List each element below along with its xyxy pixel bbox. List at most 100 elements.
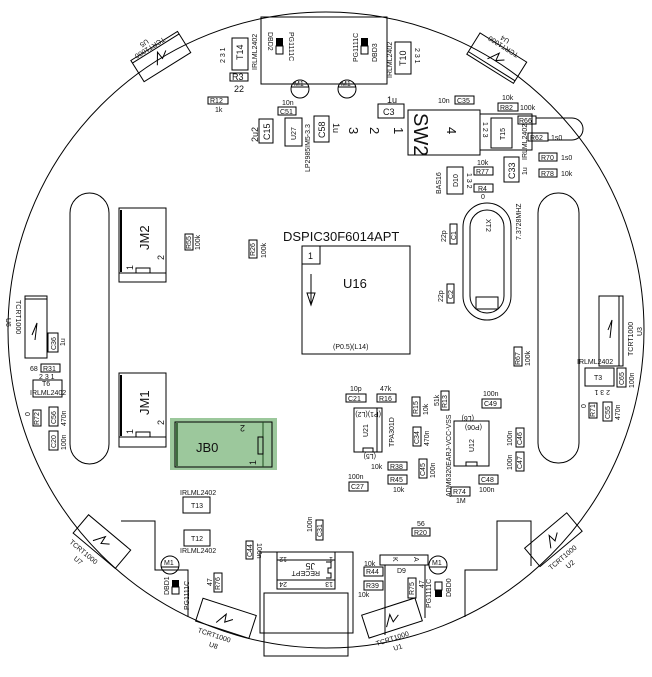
t12-body	[183, 529, 211, 547]
r20-value: 56	[417, 521, 425, 528]
d10-label: D10	[453, 174, 460, 187]
j5-part: RECEPT	[291, 569, 320, 576]
c1-value: 22p	[441, 230, 448, 242]
r38-body	[387, 461, 408, 471]
r13-value: 51k	[434, 394, 441, 406]
r44-body	[363, 566, 384, 577]
t12-part: IRLML2402	[180, 548, 216, 555]
jm2-label: JM2	[137, 225, 152, 250]
j5-connector: 12 1 J5 RECEPT 24 13	[259, 551, 354, 657]
u5-label: U5	[138, 37, 149, 48]
r3-value: 22	[234, 84, 244, 94]
u7-label: U7	[72, 556, 83, 567]
c49-body	[481, 398, 502, 409]
u7-part: TCRT1000	[68, 539, 99, 566]
r4-value: 0	[481, 194, 485, 201]
r20-label: R20	[414, 530, 427, 537]
sw2-label: SW2	[409, 113, 431, 156]
c36-body	[47, 332, 59, 353]
c31-body	[315, 519, 324, 541]
jm2-connector: JM2 2 1	[118, 207, 167, 283]
u6-label: U6	[4, 318, 11, 327]
arrow-down-icon	[306, 274, 316, 307]
bottom-left-cutout	[121, 520, 189, 617]
t3-pins: 2 3 1	[594, 388, 610, 395]
r44-value: 10k	[364, 561, 376, 568]
r20-body	[411, 527, 431, 537]
r76-body	[213, 572, 223, 593]
r15-body	[411, 396, 421, 417]
u12-package: (P06)	[465, 423, 482, 430]
u3-label: U3	[637, 327, 644, 336]
r75-value: 47	[419, 580, 426, 588]
u27-body	[284, 117, 303, 147]
c56-value: 470n	[61, 410, 68, 426]
u7-sensor: TCRT1000 U7	[68, 514, 132, 570]
t13-body	[182, 496, 211, 514]
dbd2-label: DBD2	[266, 32, 273, 51]
r3-label: R3	[232, 72, 244, 82]
t6-pins: 2 3 1	[39, 374, 55, 381]
r70-body	[538, 152, 558, 162]
c20-body	[48, 430, 59, 451]
r13-body	[440, 390, 450, 411]
c55-value: 470n	[615, 404, 622, 420]
d10-part: BAS16	[436, 172, 443, 194]
r71-label: R71	[590, 404, 597, 417]
u2-sensor: TCRT1000 U2	[523, 512, 583, 572]
t3-label: T3	[594, 375, 602, 382]
bottom-right-cutout	[464, 520, 532, 617]
c45-label: C45	[420, 463, 427, 476]
r39-label: R39	[366, 583, 379, 590]
j5-pin1: 1	[329, 555, 333, 562]
pg1111c-label: PG1111C	[184, 581, 191, 610]
u4-label: U4	[500, 33, 511, 44]
xt2-outline	[462, 202, 512, 321]
r66-loop	[536, 117, 584, 141]
t3-part: IRLML2402	[577, 359, 613, 366]
mounting-hole: M1	[337, 79, 357, 99]
r70-value: 1s0	[561, 155, 572, 162]
c3-label: C3	[383, 107, 395, 117]
r45-label: R45	[390, 477, 403, 484]
r74-value: 1M	[456, 498, 466, 505]
t13-label: T13	[191, 503, 203, 510]
c27-body	[348, 481, 369, 492]
r3-body	[229, 72, 249, 82]
u4-sensor: TCRT1000 U4	[466, 32, 528, 85]
right-slot	[537, 192, 580, 464]
u12-part: ADM6320EARJ-VCC-VSS	[446, 414, 453, 497]
u6-sensor: TCRT1000 U6	[4, 295, 48, 359]
r71-value: 0	[581, 404, 588, 408]
t15-label: T15	[500, 128, 507, 140]
c20-label: C20	[51, 435, 58, 448]
c49-value: 100n	[483, 391, 499, 398]
c58-value: 1u	[331, 123, 341, 133]
u12-label: U12	[469, 439, 476, 452]
r55-value: 100k	[195, 234, 202, 250]
c47-value: 100n	[507, 454, 514, 470]
c48-body	[478, 474, 499, 485]
r16-value: 47k	[380, 386, 392, 393]
r66-label: R66	[519, 118, 532, 125]
c65-value: 100n	[629, 372, 636, 388]
c34-label: C34	[414, 431, 421, 444]
c35-label: C35	[457, 98, 470, 105]
c65-body	[616, 367, 627, 388]
c46-body	[515, 427, 525, 448]
r75-label: R75	[409, 582, 416, 595]
r15-label: R15	[413, 401, 420, 414]
r45-body	[387, 474, 408, 485]
c33-body	[503, 156, 520, 183]
t6-body	[32, 379, 63, 398]
c48-label: C48	[481, 477, 494, 484]
r75-body	[407, 577, 417, 599]
sw2-pin1: 1	[391, 127, 406, 134]
t14-body	[231, 37, 249, 71]
c15-body	[258, 118, 274, 144]
c55-label: C55	[605, 406, 612, 419]
c49-label: C49	[484, 401, 497, 408]
jb0-jumper-selected[interactable]: JB0 2 1	[170, 418, 277, 470]
u16-package: (P0.5)(L14)	[333, 344, 368, 351]
